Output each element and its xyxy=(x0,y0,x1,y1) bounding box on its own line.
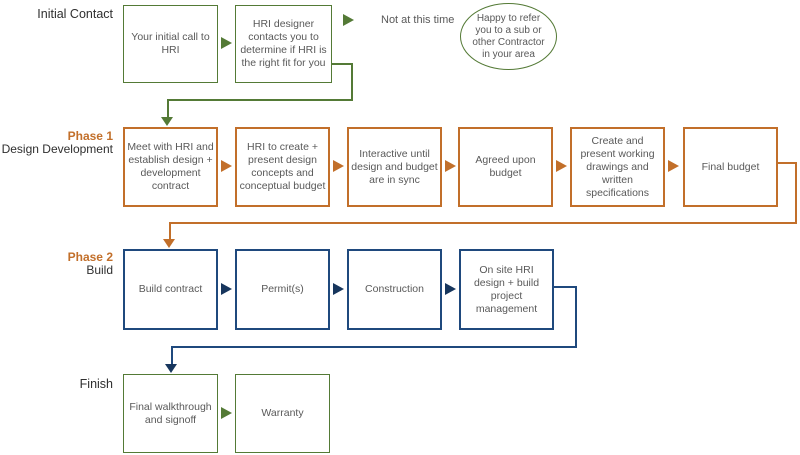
node-interactive-sync: Interactive until design and budget are … xyxy=(347,127,442,207)
arrow-right-icon xyxy=(333,160,344,172)
row-label-text: Finish xyxy=(79,377,113,391)
connector-line xyxy=(169,222,797,224)
node-label: Final budget xyxy=(701,160,760,173)
branch-label-not-at-this-time: Not at this time xyxy=(381,14,455,26)
row-label-initial-contact: Initial Contact xyxy=(0,8,113,21)
node-initial-call: Your initial call to HRI xyxy=(123,5,218,83)
node-construction: Construction xyxy=(347,249,442,330)
row-label-text: Design Development xyxy=(1,142,113,156)
connector-line xyxy=(575,286,577,348)
arrow-down-icon xyxy=(163,239,175,248)
node-label: Final walkthrough and signoff xyxy=(129,400,212,426)
node-label: Warranty xyxy=(261,407,304,419)
arrow-right-icon xyxy=(333,283,344,295)
row-label-phase-2: Phase 2 Build xyxy=(0,251,113,277)
node-build-contract: Build contract xyxy=(123,249,218,330)
node-final-walkthrough: Final walkthrough and signoff xyxy=(123,374,218,453)
node-label: HRI designer contacts you to determine i… xyxy=(240,18,327,69)
node-permits: Permit(s) xyxy=(235,249,330,330)
node-label: Your initial call to HRI xyxy=(131,31,210,56)
node-onsite-management: On site HRI design + build project manag… xyxy=(459,249,554,330)
connector-line xyxy=(332,63,353,65)
connector-line xyxy=(167,99,353,101)
node-label: Permit(s) xyxy=(261,283,304,295)
arrow-right-icon xyxy=(221,283,232,295)
callout-text: Happy to refer you to a sub or other Con… xyxy=(472,12,545,60)
connector-line xyxy=(778,162,797,164)
node-label: Interactive until design and budget are … xyxy=(351,147,438,186)
arrow-down-icon xyxy=(161,117,173,126)
node-design-contract: Meet with HRI and establish design + dev… xyxy=(123,127,218,207)
node-label: On site HRI design + build project manag… xyxy=(473,263,540,315)
connector-line xyxy=(167,99,169,118)
arrow-right-icon xyxy=(221,37,232,49)
node-final-budget: Final budget xyxy=(683,127,778,207)
node-designer-contact: HRI designer contacts you to determine i… xyxy=(235,5,332,83)
phase-1-label: Phase 1 xyxy=(67,129,113,143)
callout-refer-ellipse: Happy to refer you to a sub or other Con… xyxy=(460,3,557,70)
connector-line xyxy=(171,346,577,348)
row-label-text: Initial Contact xyxy=(37,7,113,21)
node-design-concepts: HRI to create + present design concepts … xyxy=(235,127,330,207)
arrow-right-icon xyxy=(343,14,354,26)
node-label: Construction xyxy=(365,283,424,295)
node-label: Create and present working drawings and … xyxy=(580,134,655,199)
arrow-right-icon xyxy=(668,160,679,172)
row-label-phase-1: Phase 1 Design Development xyxy=(0,130,113,156)
arrow-right-icon xyxy=(556,160,567,172)
arrow-right-icon xyxy=(445,160,456,172)
row-label-finish: Finish xyxy=(0,378,113,391)
node-warranty: Warranty xyxy=(235,374,330,453)
row-label-text: Build xyxy=(86,263,113,277)
node-label: HRI to create + present design concepts … xyxy=(239,141,326,192)
node-label: Agreed upon budget xyxy=(475,154,536,179)
connector-line xyxy=(795,162,797,224)
node-agreed-budget: Agreed upon budget xyxy=(458,127,553,207)
node-working-drawings: Create and present working drawings and … xyxy=(570,127,665,207)
node-label: Build contract xyxy=(138,283,203,295)
connector-line xyxy=(169,222,171,240)
arrow-right-icon xyxy=(221,160,232,172)
phase-2-label: Phase 2 xyxy=(67,250,113,264)
arrow-right-icon xyxy=(445,283,456,295)
node-label: Meet with HRI and establish design + dev… xyxy=(127,141,214,192)
connector-line xyxy=(554,286,577,288)
arrow-down-icon xyxy=(165,364,177,373)
connector-line xyxy=(351,63,353,101)
arrow-right-icon xyxy=(221,407,232,419)
connector-line xyxy=(171,346,173,365)
